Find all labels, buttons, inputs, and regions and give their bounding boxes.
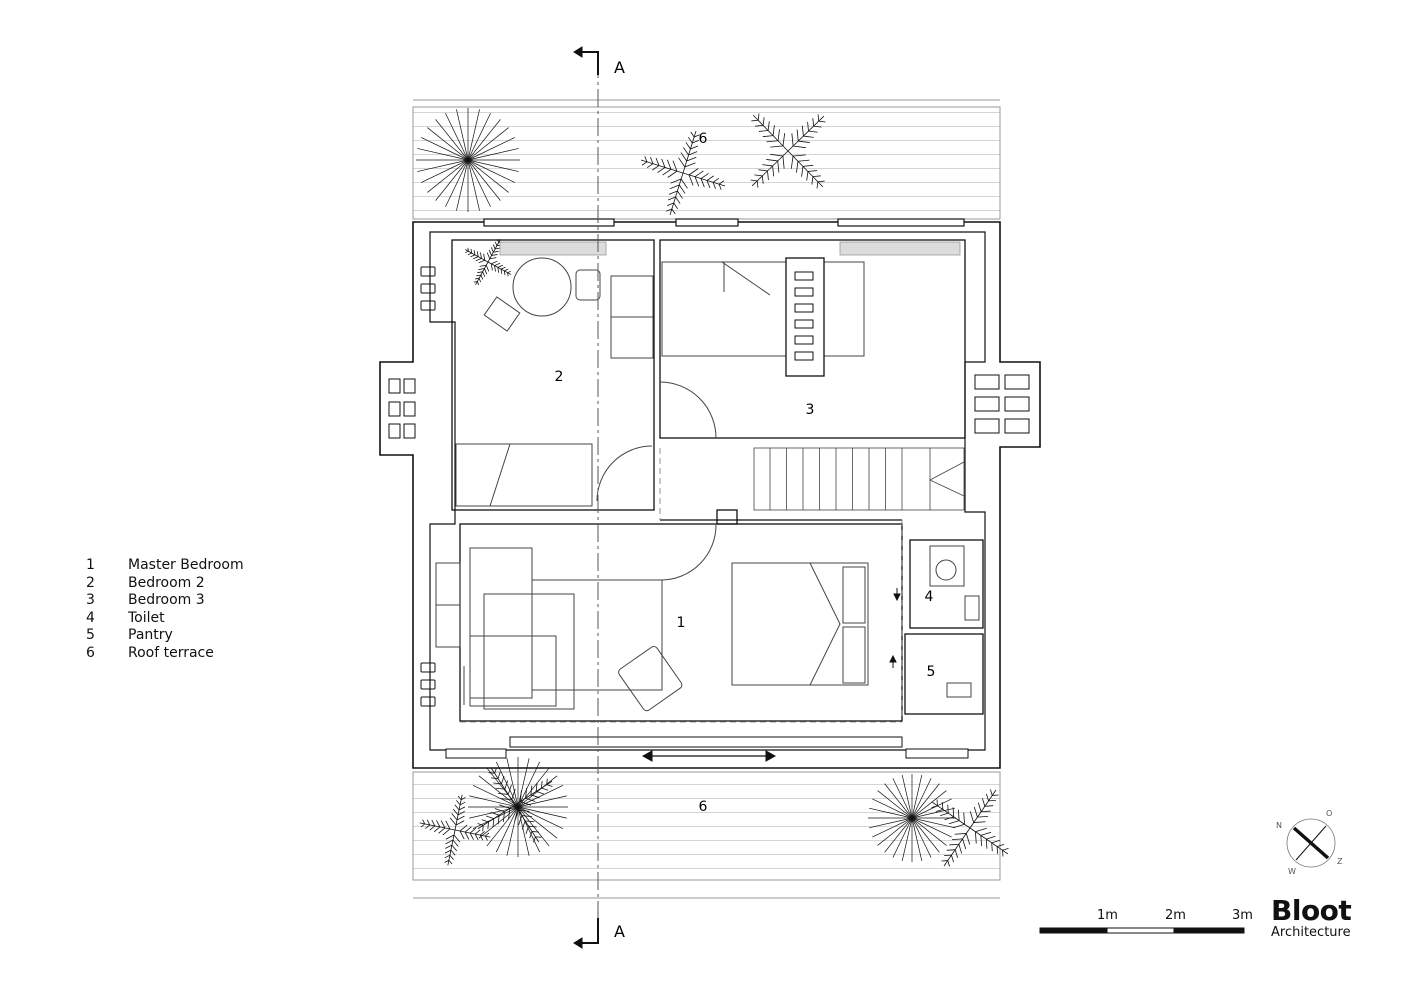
palm-symbol <box>868 774 956 862</box>
palm-symbol <box>416 108 520 212</box>
plants <box>416 108 1009 867</box>
compass: N O W Z <box>1276 809 1343 876</box>
legend-num: 6 <box>86 644 95 661</box>
room-label-4: 4 <box>925 589 934 605</box>
side-windows <box>388 266 1030 707</box>
shelves <box>499 241 961 256</box>
legend-num: 2 <box>86 574 95 591</box>
section-mark-bottom: A <box>614 922 625 941</box>
roof-terrace-top <box>412 99 1001 220</box>
fern-symbol <box>931 789 1009 867</box>
toilet-fixtures <box>929 545 980 698</box>
room-labels: 1 2 3 4 5 6 6 <box>555 131 936 815</box>
section-line <box>573 46 599 949</box>
legend-label: Master Bedroom <box>128 557 244 573</box>
fern-symbol <box>750 113 826 189</box>
fern-symbol <box>464 238 512 286</box>
room-label-1: 1 <box>677 615 686 631</box>
fern-symbol <box>419 794 491 866</box>
brand-name: Bloot <box>1271 894 1352 927</box>
legend-item: 1 Master Bedroom <box>86 557 244 575</box>
room-label-2: 2 <box>555 369 564 385</box>
legend-label: Roof terrace <box>128 644 214 661</box>
brand-sub: Architecture <box>1271 925 1351 940</box>
legend-num: 1 <box>86 557 95 573</box>
scale-label-1m: 1m <box>1097 908 1118 923</box>
legend-label: Pantry <box>128 627 173 644</box>
room-label-3: 3 <box>806 402 815 418</box>
fern-symbol <box>640 130 726 216</box>
legend-item: 5 Pantry <box>86 627 244 645</box>
dashed-lines <box>460 448 903 723</box>
staircase <box>753 447 965 511</box>
legend-label: Toilet <box>128 609 165 626</box>
scale-label-2m: 2m <box>1165 908 1186 923</box>
legend-item: 6 Roof terrace <box>86 645 244 663</box>
fern-symbol <box>477 767 553 843</box>
legend-num: 3 <box>86 592 95 609</box>
compass-o: O <box>1326 809 1332 818</box>
brand-logo: Bloot Architecture <box>1271 894 1352 940</box>
scale-bar <box>1039 927 1245 934</box>
legend-label: Bedroom 2 <box>128 574 205 591</box>
legend-item: 3 Bedroom 3 <box>86 592 244 610</box>
interior-walls <box>451 239 984 722</box>
bedroom-3-furniture <box>659 257 865 439</box>
section-mark-top: A <box>614 58 625 77</box>
room-label-5: 5 <box>927 664 936 680</box>
scale-label-3m: 3m <box>1232 908 1253 923</box>
legend-num: 4 <box>86 609 95 626</box>
compass-n: N <box>1276 821 1282 830</box>
compass-z: Z <box>1337 857 1343 866</box>
room-label-6-bottom: 6 <box>699 799 708 815</box>
legend-label: Bedroom 3 <box>128 592 205 609</box>
sliding-door <box>445 736 969 762</box>
legend-item: 2 Bedroom 2 <box>86 575 244 593</box>
top-windows <box>483 218 965 227</box>
legend: 1 Master Bedroom 2 Bedroom 2 3 Bedroom 3 4 T… <box>86 557 244 663</box>
outer-walls <box>379 221 1041 769</box>
step-arrows <box>889 588 901 668</box>
palm-symbol <box>468 757 568 857</box>
master-bedroom-furniture <box>435 524 869 712</box>
legend-num: 5 <box>86 627 95 644</box>
legend-item: 4 Toilet <box>86 610 244 628</box>
compass-w: W <box>1288 867 1296 876</box>
room-label-6-top: 6 <box>699 131 708 147</box>
